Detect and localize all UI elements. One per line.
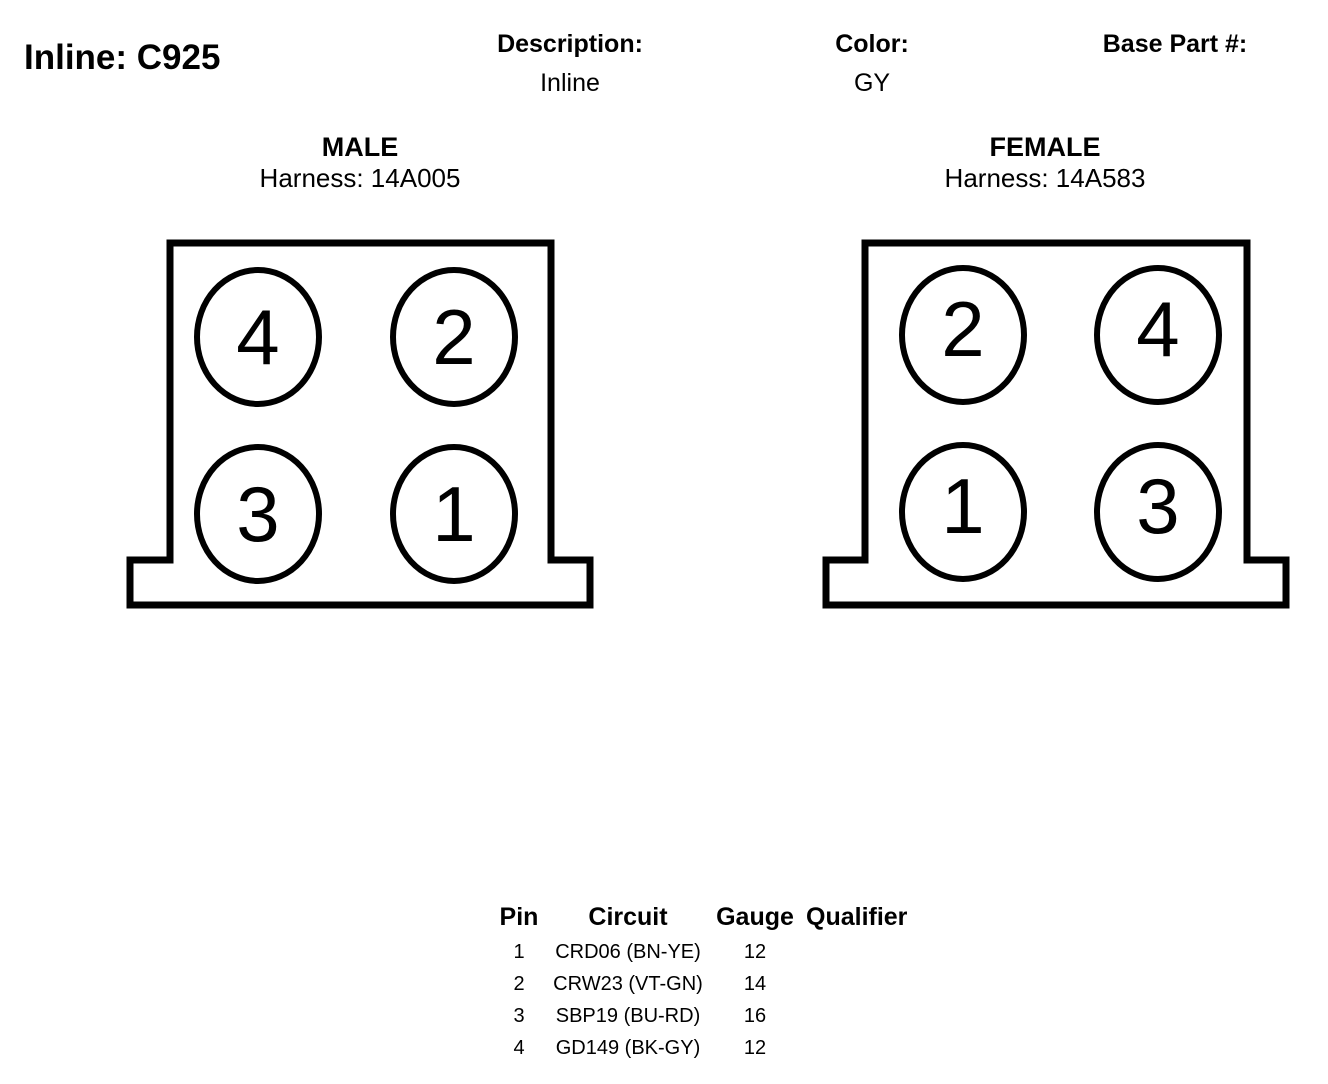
male-pin-number: 1	[432, 470, 475, 558]
connector-title: Inline: C925	[24, 38, 221, 77]
base-part-label: Base Part #:	[1102, 30, 1248, 58]
circuit-cell: CRW23 (VT-GN)	[553, 972, 703, 995]
table-row: 4 GD149 (BK-GY) 12	[486, 1032, 907, 1064]
male-pin-cavity	[194, 444, 322, 584]
table-row: 3 SBP19 (BU-RD) 16	[486, 1000, 907, 1032]
header-gauge: Gauge	[716, 902, 794, 931]
description-value: Inline	[540, 69, 600, 97]
circuit-cell: CRD06 (BN-YE)	[555, 940, 701, 963]
female-pin-cavity	[899, 442, 1027, 582]
table-row: 1 CRD06 (BN-YE) 12	[486, 936, 907, 968]
color-label: Color:	[835, 30, 909, 58]
pin-table: Pin Circuit Gauge Qualifier 1 CRD06 (BN-…	[486, 898, 908, 1064]
male-label: MALE	[321, 132, 399, 162]
gauge-cell: 12	[743, 940, 767, 963]
pin-cell: 1	[513, 940, 525, 963]
female-pin-number: 3	[1136, 462, 1179, 550]
gauge-cell: 16	[743, 1004, 767, 1027]
circuit-cell: SBP19 (BU-RD)	[555, 1004, 701, 1027]
female-connector-housing	[822, 239, 1290, 609]
gauge-cell: 14	[743, 972, 767, 995]
female-pin-cavity	[899, 265, 1027, 405]
female-label: FEMALE	[989, 132, 1101, 162]
male-harness: Harness: 14A005	[259, 163, 461, 193]
female-pin-number: 1	[941, 462, 984, 550]
circuit-cell: GD149 (BK-GY)	[555, 1036, 701, 1059]
qualifier-cell	[806, 968, 907, 1000]
male-pin-cavity	[390, 267, 518, 407]
male-pin-number: 3	[236, 470, 279, 558]
female-pin-number: 2	[941, 285, 984, 373]
description-label: Description:	[497, 30, 643, 58]
pin-cell: 4	[513, 1036, 525, 1059]
color-value: GY	[853, 69, 891, 97]
pin-table-header: Pin Circuit Gauge Qualifier	[486, 898, 908, 936]
qualifier-cell	[806, 936, 907, 968]
table-row: 2 CRW23 (VT-GN) 14	[486, 968, 907, 1000]
female-pin-cavity	[1094, 442, 1222, 582]
pin-cell: 2	[513, 972, 525, 995]
male-pin-number: 4	[236, 293, 279, 381]
gauge-cell: 12	[743, 1036, 767, 1059]
pin-cell: 3	[513, 1004, 525, 1027]
female-pin-cavity	[1094, 265, 1222, 405]
female-harness: Harness: 14A583	[944, 163, 1146, 193]
female-pin-number: 4	[1136, 285, 1179, 373]
male-pin-cavity	[390, 444, 518, 584]
header-pin: Pin	[499, 902, 539, 931]
male-connector-housing	[126, 239, 594, 609]
header-qualifier: Qualifier	[806, 902, 908, 931]
qualifier-cell	[806, 1000, 907, 1032]
male-pin-number: 2	[432, 293, 475, 381]
male-pin-cavity	[194, 267, 322, 407]
qualifier-cell	[806, 1032, 907, 1064]
header-circuit: Circuit	[588, 902, 668, 931]
